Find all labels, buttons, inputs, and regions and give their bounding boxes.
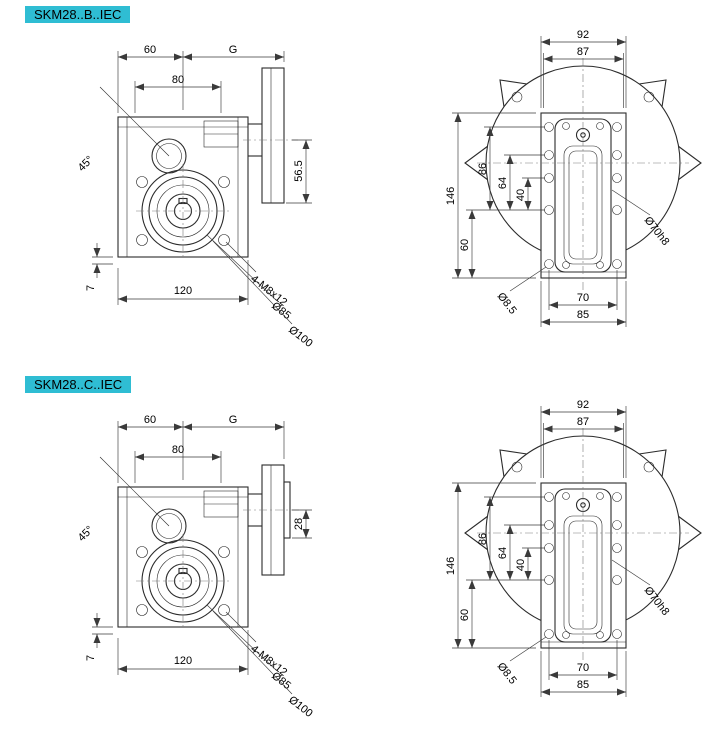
svg-text:60: 60 [459, 239, 471, 251]
svg-text:80: 80 [172, 74, 184, 86]
dim-87: 87 [543, 416, 624, 478]
side-view [117, 67, 298, 258]
svg-text:64: 64 [497, 547, 509, 559]
mount-face [540, 112, 627, 279]
dim-86: 86 [477, 496, 545, 580]
svg-text:86: 86 [477, 163, 489, 175]
leader-dia8-5: Ø8.5 [495, 266, 547, 317]
front-view-dims: 92 87 146 60 86 64 [445, 29, 671, 327]
front-view [464, 428, 702, 660]
dim-120: 120 [117, 630, 249, 675]
dim-85: 85 [540, 281, 627, 327]
bolt-holes [544, 122, 622, 269]
svg-text:Ø8.5: Ø8.5 [495, 290, 519, 316]
dim-40: 40 [515, 177, 545, 210]
svg-text:86: 86 [477, 533, 489, 545]
dim-120: 120 [117, 260, 249, 305]
svg-text:7: 7 [85, 655, 97, 661]
dim-85: 85 [540, 651, 627, 697]
svg-text:120: 120 [174, 285, 192, 297]
dim-60-lower: 60 [459, 579, 545, 648]
svg-text:Ø85: Ø85 [269, 670, 293, 692]
svg-text:G: G [229, 44, 238, 56]
leader-dia100: Ø100 [212, 610, 315, 720]
dim-40: 40 [515, 547, 545, 580]
input-boss [151, 508, 187, 544]
svg-text:80: 80 [172, 444, 184, 456]
svg-text:28: 28 [293, 518, 305, 530]
svg-text:146: 146 [445, 187, 457, 205]
input-flange-b [243, 67, 298, 204]
svg-text:92: 92 [577, 399, 589, 411]
dim-70: 70 [548, 270, 618, 310]
svg-text:70: 70 [577, 662, 589, 674]
dim-g: G [183, 414, 285, 459]
front-view [464, 58, 702, 290]
dim-70: 70 [548, 640, 618, 680]
svg-text:4-M8x12: 4-M8x12 [248, 643, 289, 679]
svg-text:56.5: 56.5 [293, 160, 305, 181]
svg-text:4-M8x12: 4-M8x12 [248, 273, 289, 309]
input-flange-c [243, 464, 300, 576]
dim-146: 146 [445, 482, 536, 649]
drawing-skm28-b: 60 G 80 45° 56.5 7 [76, 29, 702, 350]
dim-flange-depth: 28 [292, 509, 312, 539]
svg-text:85: 85 [577, 679, 589, 691]
dim-7: 7 [85, 243, 113, 291]
dim-64: 64 [497, 154, 545, 210]
dim-146: 146 [445, 112, 536, 279]
mount-face [540, 482, 627, 649]
dim-80: 80 [134, 74, 222, 113]
svg-text:70: 70 [577, 292, 589, 304]
dim-g: G [183, 44, 285, 62]
leader-dia8-5: Ø8.5 [495, 636, 547, 687]
dim-92: 92 [540, 399, 627, 478]
svg-text:Ø85: Ø85 [269, 300, 293, 322]
svg-text:40: 40 [515, 189, 527, 201]
svg-text:Ø8.5: Ø8.5 [495, 660, 519, 686]
dim-60-lower: 60 [459, 209, 545, 278]
leader-dia100: Ø100 [212, 240, 315, 350]
svg-text:87: 87 [577, 46, 589, 58]
bolt-holes [544, 492, 622, 639]
svg-text:40: 40 [515, 559, 527, 571]
svg-text:45°: 45° [76, 524, 96, 544]
dim-87: 87 [543, 46, 624, 108]
dim-80: 80 [134, 444, 222, 483]
dim-60: 60 [117, 414, 184, 483]
dim-7: 7 [85, 613, 113, 661]
input-boss [151, 138, 187, 174]
dim-64: 64 [497, 524, 545, 580]
svg-text:64: 64 [497, 177, 509, 189]
svg-text:G: G [229, 414, 238, 426]
dim-flange-depth: 56.5 [286, 139, 312, 204]
dim-86: 86 [477, 126, 545, 210]
svg-text:60: 60 [144, 44, 156, 56]
drawing-skm28-c: 60 G 80 45° 28 7 [76, 399, 702, 720]
svg-text:87: 87 [577, 416, 589, 428]
side-view [117, 464, 300, 628]
dim-92: 92 [540, 29, 627, 108]
svg-text:Ø100: Ø100 [286, 324, 315, 350]
svg-text:120: 120 [174, 655, 192, 667]
section-label-c: SKM28..C..IEC [25, 376, 132, 393]
svg-text:60: 60 [459, 609, 471, 621]
svg-text:60: 60 [144, 414, 156, 426]
svg-text:92: 92 [577, 29, 589, 41]
svg-text:146: 146 [445, 557, 457, 575]
section-label-b: SKM28..B..IEC [25, 6, 131, 23]
svg-text:85: 85 [577, 309, 589, 321]
svg-text:Ø100: Ø100 [286, 694, 315, 720]
svg-text:7: 7 [85, 285, 97, 291]
dim-60: 60 [117, 44, 184, 113]
svg-text:45°: 45° [76, 154, 96, 174]
